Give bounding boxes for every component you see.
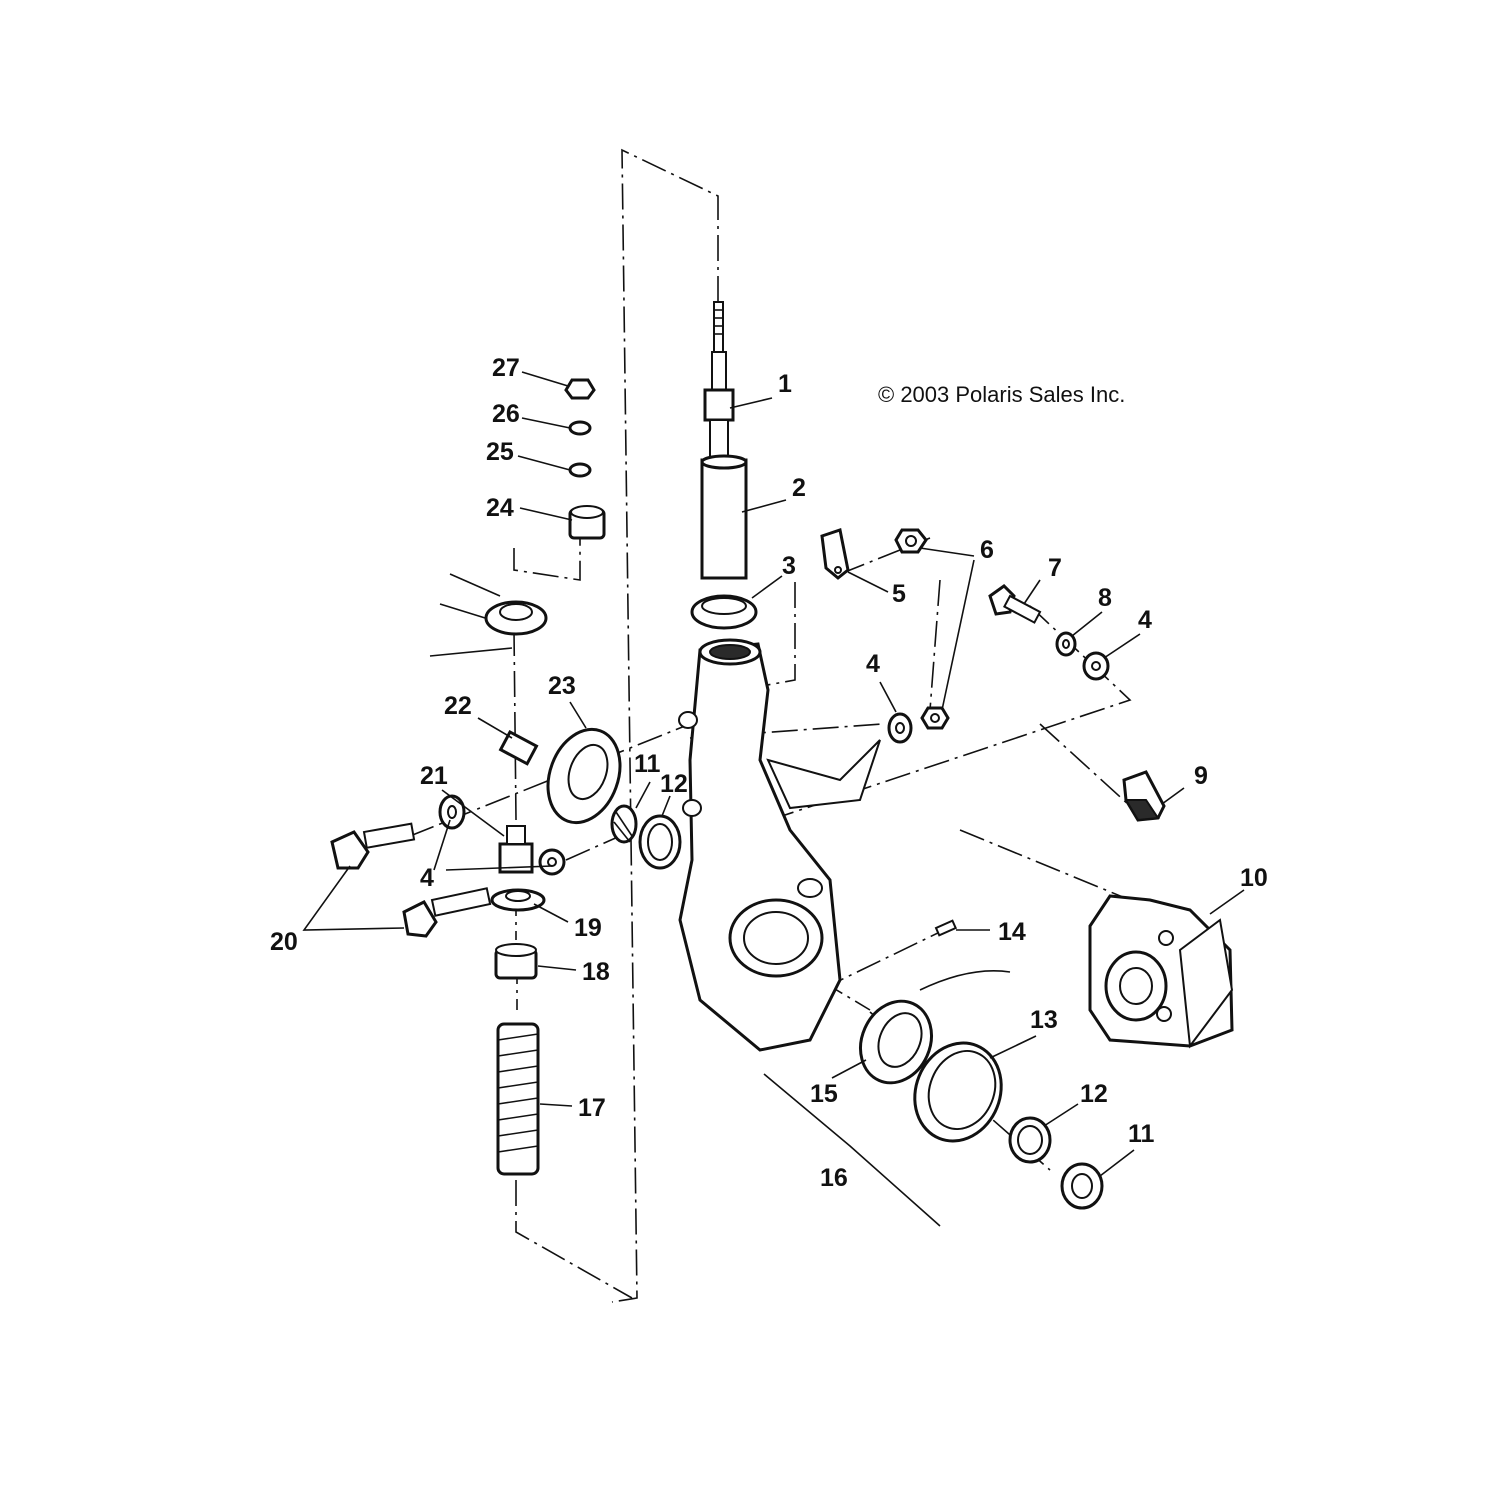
callout-22: 22 <box>444 692 472 720</box>
race-left <box>638 814 682 870</box>
callout-2: 2 <box>792 474 806 502</box>
threaded-adapter <box>498 825 534 874</box>
a-arm-outline <box>429 573 548 657</box>
callout-6: 6 <box>980 536 994 564</box>
callout-4b: 4 <box>1138 606 1152 634</box>
group-bracket <box>763 1073 941 1227</box>
bumper <box>1122 770 1166 822</box>
shock-absorber-shaft <box>703 301 735 461</box>
spring-bushing <box>494 943 538 980</box>
washer-right <box>1082 651 1110 681</box>
washer-center <box>887 712 913 744</box>
nut-lower <box>920 706 950 730</box>
callout-19: 19 <box>574 914 602 942</box>
callout-14: 14 <box>998 918 1026 946</box>
callout-23: 23 <box>548 672 576 700</box>
callout-labels: 1 2 3 4 4 4 5 6 7 8 9 10 11 11 12 12 13 … <box>270 354 1268 1192</box>
coil-spring <box>496 1022 540 1176</box>
lock-nut <box>564 378 596 400</box>
bolt-right <box>988 584 1042 624</box>
callout-9: 9 <box>1194 762 1208 790</box>
washer-left-a <box>438 794 466 830</box>
callout-18: 18 <box>582 958 610 986</box>
callout-25: 25 <box>486 438 514 466</box>
upper-bushing <box>568 505 606 540</box>
callout-4a: 4 <box>866 650 880 678</box>
bushing <box>690 594 758 630</box>
callout-1: 1 <box>778 370 792 398</box>
callout-11b: 11 <box>1128 1120 1155 1148</box>
callout-8: 8 <box>1098 584 1112 612</box>
washer-small <box>1055 631 1077 657</box>
callout-12b: 12 <box>1080 1080 1108 1108</box>
grease-fitting <box>498 729 539 766</box>
callout-10: 10 <box>1240 864 1268 892</box>
callout-3: 3 <box>782 552 796 580</box>
leader-lines <box>302 371 1245 1177</box>
copyright-notice: © 2003 Polaris Sales Inc. <box>878 382 1125 407</box>
callout-12a: 12 <box>660 770 688 798</box>
callout-11a: 11 <box>634 750 661 778</box>
spindle-housing <box>678 638 881 1052</box>
tone-ring <box>859 970 1011 1085</box>
washer-upper-b <box>568 420 592 436</box>
callout-24: 24 <box>486 494 514 522</box>
bearing-right <box>1060 1162 1104 1210</box>
spring-retainer <box>490 888 546 912</box>
washer-upper-a <box>568 462 592 478</box>
callout-20: 20 <box>270 928 298 956</box>
callout-4c: 4 <box>420 864 434 892</box>
race-right <box>1008 1116 1052 1164</box>
bolt-lower-left <box>402 887 492 938</box>
callout-21: 21 <box>420 762 448 790</box>
callout-27: 27 <box>492 354 520 382</box>
callout-7: 7 <box>1048 554 1062 582</box>
shock-absorber-body <box>700 454 748 580</box>
bracket <box>820 528 850 580</box>
callout-26: 26 <box>492 400 520 428</box>
callout-5: 5 <box>892 580 906 608</box>
hub-assembly <box>1088 894 1234 1049</box>
washer-left-b <box>538 848 566 876</box>
sensor <box>934 919 958 937</box>
callout-16: 16 <box>820 1164 848 1192</box>
bearing-race-large <box>913 1041 1003 1143</box>
bearing-left <box>610 804 638 844</box>
nut-top <box>894 528 928 554</box>
callout-13: 13 <box>1030 1006 1058 1034</box>
bolt-upper-left <box>330 822 416 870</box>
seal <box>546 727 622 825</box>
callout-15: 15 <box>810 1080 838 1108</box>
callout-17: 17 <box>578 1094 606 1122</box>
